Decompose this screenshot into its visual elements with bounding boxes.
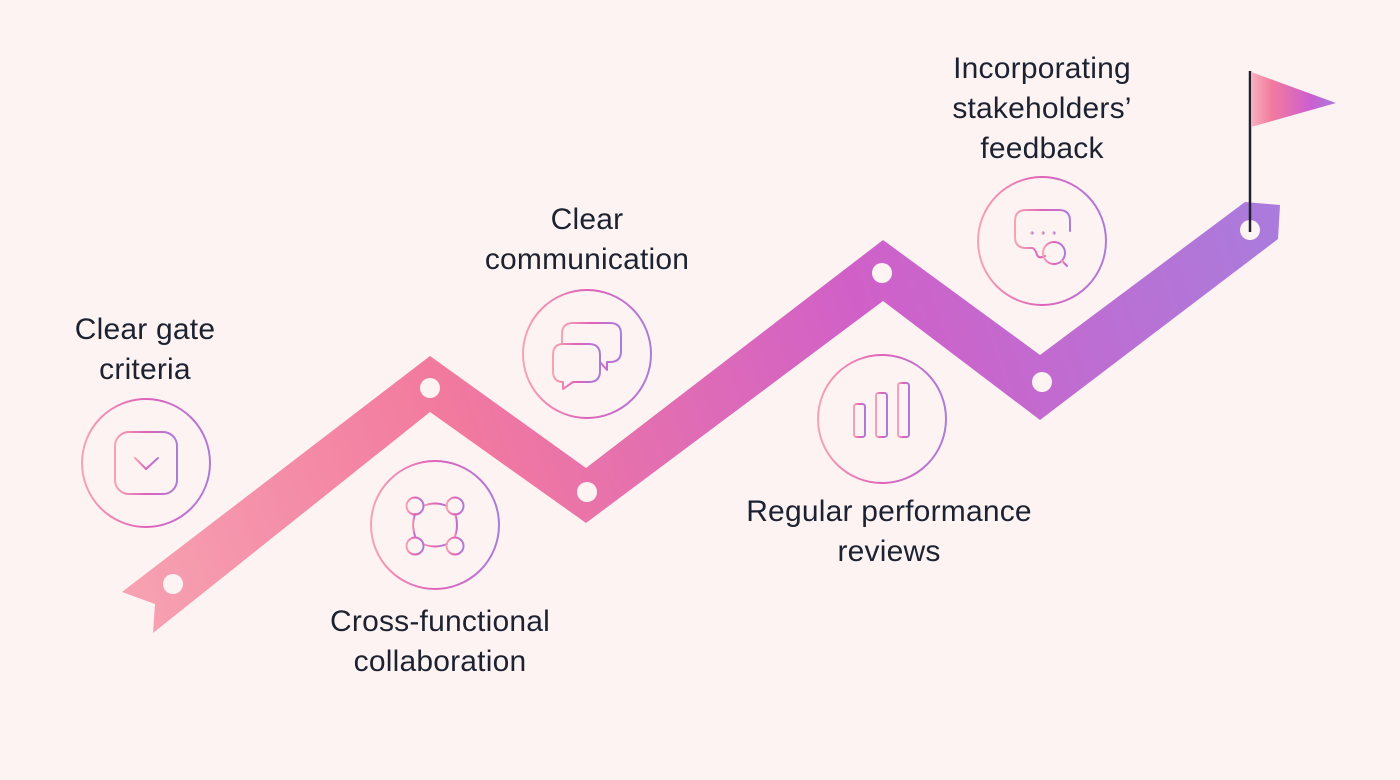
label-line: Regular performance <box>746 495 1032 528</box>
label-line: Clear <box>550 203 624 236</box>
flag-cloth <box>1251 72 1336 127</box>
step-label-clear-gate-criteria: Clear gate criteria <box>75 310 215 390</box>
team-circle-icon <box>405 496 465 556</box>
step-label-regular-performance-reviews: Regular performance reviews <box>746 492 1032 572</box>
label-line: communication <box>484 243 690 276</box>
milestone-dot <box>1032 372 1052 392</box>
bar-chart-icon <box>852 382 912 447</box>
label-line: Cross-functional <box>330 605 550 638</box>
step-label-cross-functional-collaboration: Cross-functional collaboration <box>330 602 550 682</box>
step-label-clear-communication: Clear communication <box>485 200 689 280</box>
step-label-incorporating-stakeholders-feedback: Incorporating stakeholders’ feedback <box>952 49 1131 169</box>
chat-search-icon <box>1014 209 1071 267</box>
milestone-dot <box>163 574 183 594</box>
step-icon-cross-functional-collaboration <box>370 460 500 590</box>
flag-icon <box>1248 71 1336 232</box>
label-line: Incorporating <box>953 52 1131 85</box>
icon-circle <box>370 460 500 590</box>
icon-circle <box>81 398 211 528</box>
step-icon-clear-communication <box>522 289 652 419</box>
step-icon-incorporating-stakeholders-feedback <box>977 176 1107 306</box>
label-line: stakeholders’ <box>952 92 1132 125</box>
label-line: Clear gate <box>74 313 216 346</box>
icon-circle <box>817 354 947 484</box>
milestone-dot <box>872 263 892 283</box>
chat-bubbles-icon <box>552 322 622 390</box>
milestone-dot <box>577 482 597 502</box>
label-line: collaboration <box>353 645 527 678</box>
milestone-dot <box>420 378 440 398</box>
icon-circle <box>977 176 1107 306</box>
icon-circle <box>522 289 652 419</box>
step-icon-clear-gate-criteria <box>81 398 211 528</box>
checkbox-chevron-icon <box>114 431 178 495</box>
step-icon-regular-performance-reviews <box>817 354 947 484</box>
roadmap-ribbon <box>122 202 1280 633</box>
label-line: feedback <box>980 132 1104 165</box>
label-line: criteria <box>99 353 191 386</box>
label-line: reviews <box>837 535 941 568</box>
